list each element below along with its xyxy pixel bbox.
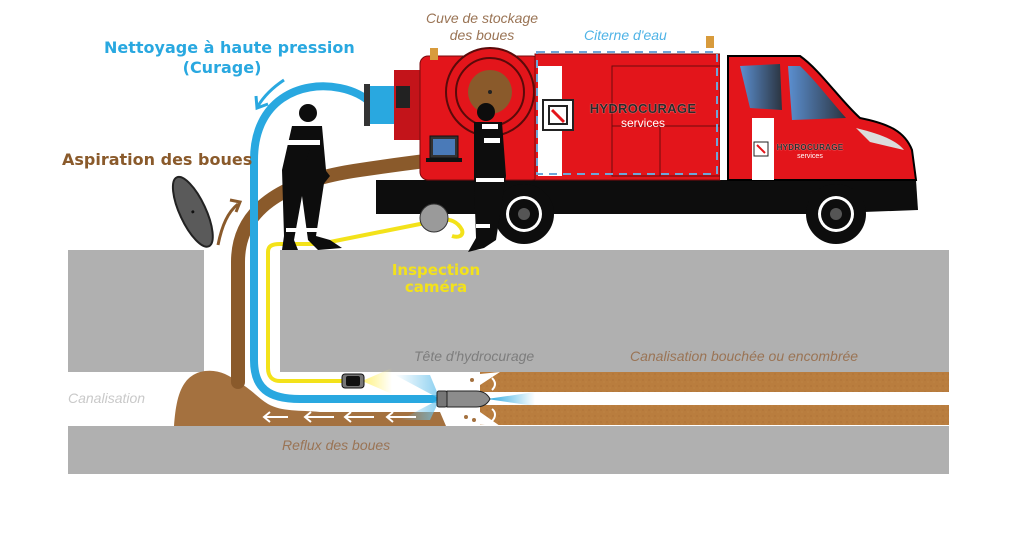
backflow-arrow-icon [262,411,288,423]
backflow-arrow-icon [303,411,334,423]
cab-windshield [788,66,846,120]
deposit-bottom [480,405,949,425]
label-camera: Inspection caméra [384,262,488,296]
truck-brand-tank: HYDROCURAGE services [582,102,704,129]
cab-logo-icon [753,141,769,157]
label-water-tank: Citerne d'eau [584,27,667,43]
truck-brand-cab-name: HYDROCURAGE [776,143,844,152]
backflow-arrow-icon [385,411,416,423]
label-high-pressure-line2: (Curage) [182,58,262,77]
label-camera-line1: Inspection [391,261,481,279]
label-sludge-tank-line2: des boues [449,27,515,43]
beacon-rear [430,48,438,60]
worker-suction [282,104,342,250]
suction-arrow-icon [216,202,239,246]
beacon-front [706,36,714,48]
truck-brand-sub: services [620,116,665,130]
suction-arrow-head-icon [229,198,243,213]
ground-left-upper [68,250,204,372]
label-nozzle: Tête d'hydrocurage [414,348,535,364]
hose-reel-rear [364,70,424,140]
backflow-arrows [262,411,416,423]
hose-reel [445,47,535,137]
worker-camera [468,103,506,252]
truck-brand-cab: HYDROCURAGE services [772,143,848,161]
hydrocleaning-truck [364,36,918,244]
deposit-top [480,372,949,392]
label-sludge-tank-line1: Cuve de stockage [425,10,539,26]
manhole-cover [171,175,214,248]
water-tank-outline [536,51,718,175]
hydrocleaning-nozzle [395,372,535,426]
curage-arrow-icon [256,78,285,107]
ground-lower [68,426,949,474]
high-pressure-hose [250,82,440,403]
truck-brand-name: HYDROCURAGE [589,101,697,116]
truck-brand-cab-sub: services [797,153,823,160]
inspection-laptop-icon [426,135,462,162]
cable-reel [419,203,449,233]
wheel-rear [494,184,554,244]
inspection-camera-icon [341,368,392,394]
label-blocked-pipe: Canalisation bouchée ou encombrée [630,348,859,364]
label-sludge-tank: Cuve de stockage des boues [420,10,544,44]
ground-right-upper [280,250,949,372]
label-camera-line2: caméra [404,278,468,296]
label-high-pressure-line1: Nettoyage à haute pression [104,38,355,57]
label-pipe: Canalisation [68,390,146,406]
brand-logo-icon [542,99,574,131]
label-suction: Aspiration des boues [62,150,253,169]
cab-window [740,64,782,110]
wheel-front [806,184,866,244]
label-high-pressure: Nettoyage à haute pression (Curage) [104,38,355,78]
backflow-arrow-icon [343,411,374,423]
ground [68,250,949,474]
label-backflow: Reflux des boues [282,437,391,453]
camera-cable [266,217,465,383]
curage-arrow-head-icon [254,95,269,111]
